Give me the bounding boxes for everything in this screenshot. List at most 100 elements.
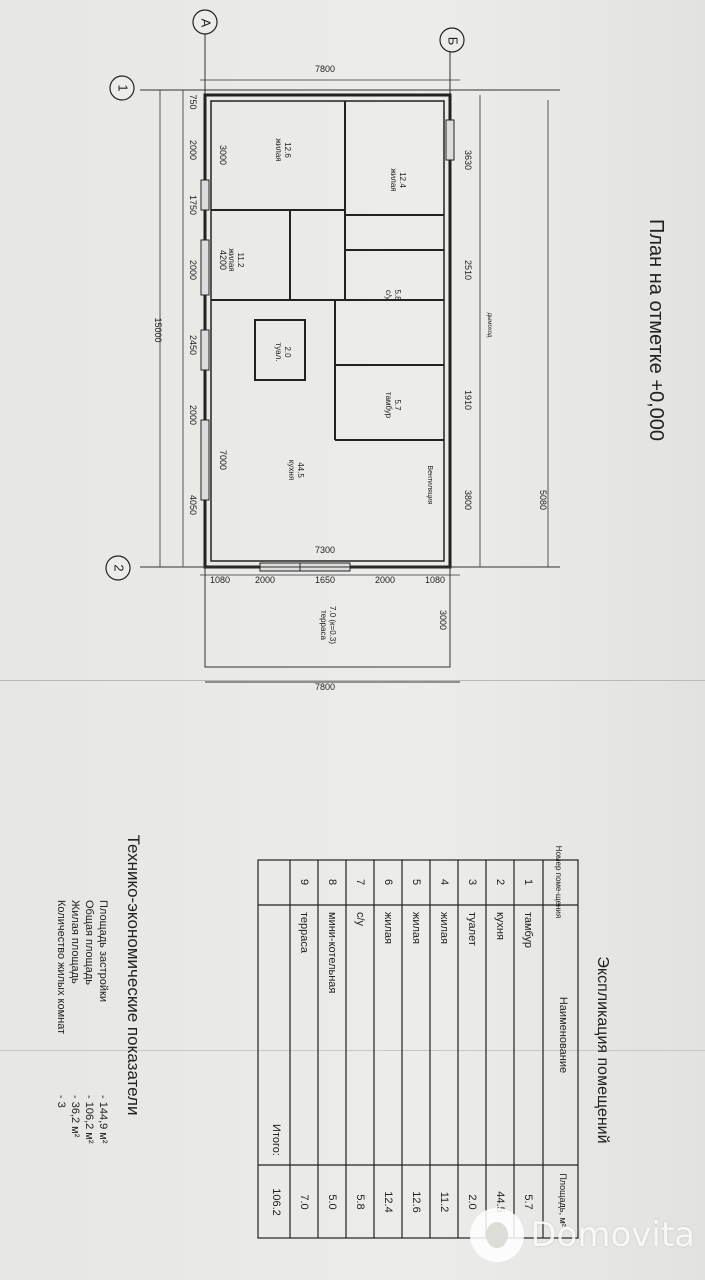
inner-wall-line (210, 100, 445, 562)
table-cell-num: 4 (438, 879, 450, 885)
dim-seg: 1750 (188, 195, 198, 215)
axis-bubble-1 (109, 75, 135, 101)
indicator-value: - 106,2 м² (83, 1095, 95, 1144)
room-5-area: 12.6 (283, 142, 292, 158)
table-cell-num: 3 (466, 879, 478, 885)
indicators-title: Технико-экономические показатели (124, 835, 143, 1116)
indicator-label: Площадь застройки (97, 900, 109, 1002)
dim-bottom: 2000 (375, 575, 395, 585)
outer-wall (203, 93, 452, 569)
axis-label-1: 1 (116, 84, 131, 91)
room-6-name: жилая (389, 168, 398, 191)
table-cell-area: 12.6 (410, 1191, 422, 1212)
table-cell-area: 12.4 (382, 1191, 394, 1212)
table-cell-area: 11.2 (438, 1192, 450, 1213)
dim-seg: 2450 (188, 335, 198, 355)
window (445, 119, 455, 161)
room-7-name: с/у (384, 290, 393, 300)
room-3-name: туал. (274, 342, 283, 361)
dim-bottom: 1650 (315, 575, 335, 585)
table-cell-name: жилая (382, 912, 394, 944)
table-cell-area: 2.0 (466, 1194, 478, 1209)
dim-seg: 2000 (188, 140, 198, 160)
indicator-label: Количество жилых комнат (55, 900, 67, 1034)
table-cell-name: терраса (298, 912, 310, 954)
domovita-logo-icon (470, 1208, 525, 1262)
axis-bubble-2 (105, 555, 131, 581)
axis-bubble-b (439, 27, 465, 53)
dim-total-length: 15000 (153, 317, 163, 342)
dim-bottom: 2000 (255, 575, 275, 585)
dim-inner: 4200 (218, 250, 228, 270)
axis-label-a: А (199, 19, 214, 28)
room-5-name: жилая (274, 138, 283, 161)
dim-seg: 2000 (188, 260, 198, 280)
dim-inner: 7000 (218, 450, 228, 470)
table-header-num: Номер поме-щения (554, 846, 563, 918)
dim-inner: 3000 (218, 145, 228, 165)
explication-table-frame (257, 859, 579, 1239)
table-total-value: 106.2 (270, 1188, 282, 1216)
chimney-note: дымоход (486, 313, 492, 338)
table-cell-area: 44.5 (494, 1191, 506, 1212)
indicator-value: - 144,9 м² (97, 1095, 109, 1144)
dim-right: 2510 (463, 260, 473, 280)
dim-bottom-total: 7300 (315, 545, 335, 555)
table-header-name: Наименование (557, 997, 569, 1073)
room-9-name: терраса (319, 610, 328, 640)
terrace-outline (204, 566, 451, 668)
watermark-text: Domovita (530, 1215, 695, 1255)
room-1-area: 5.7 (393, 399, 402, 411)
axis-bubble-a (192, 9, 218, 35)
room-1-name: тамбур (384, 392, 393, 419)
table-cell-area: 5.7 (522, 1194, 534, 1209)
dim-terrace: 3000 (438, 610, 448, 630)
table-cell-area: 5.0 (326, 1194, 338, 1209)
room-2-name: кухня (287, 460, 296, 480)
table-cell-area: 7.0 (298, 1194, 310, 1209)
room-4-area: 11.2 (236, 253, 245, 269)
table-cell-num: 1 (522, 879, 534, 885)
dim-width-top: 7800 (315, 64, 335, 74)
table-cell-num: 8 (326, 879, 338, 885)
dim-right: 1910 (463, 390, 473, 410)
dim-right-total: 5080 (538, 490, 548, 510)
room-7-area: 5.8 (393, 289, 402, 301)
bathroom-block (254, 319, 306, 381)
paper-fold-line (0, 680, 705, 681)
table-cell-num: 9 (298, 879, 310, 885)
dim-right: 3800 (463, 490, 473, 510)
indicator-value: - 3 (55, 1095, 67, 1108)
dim-seg: 750 (188, 94, 198, 109)
dim-width-terrace: 7800 (315, 682, 335, 692)
axis-label-2: 2 (112, 564, 127, 571)
dim-right: 3630 (463, 150, 473, 170)
indicator-label: Жилая площадь (69, 900, 81, 984)
room-2-area: 44.5 (296, 462, 305, 478)
table-total-label: Итого: (270, 1124, 282, 1156)
watermark-logo: Domovita (470, 1208, 695, 1262)
table-cell-name: тамбур (522, 912, 534, 948)
window (200, 419, 210, 501)
table-header-area: Площадь, м² (558, 1173, 568, 1226)
window (200, 239, 210, 296)
table-cell-num: 6 (382, 879, 394, 885)
table-cell-name: с/у (354, 912, 366, 927)
paper-fold-line (0, 1050, 705, 1051)
table-cell-area: 5.8 (354, 1194, 366, 1209)
indicator-value: - 36,2 м² (69, 1095, 81, 1138)
ventilation-note: Вентиляция (426, 465, 433, 504)
explication-title: Экспликация помещений (594, 956, 611, 1143)
table-cell-num: 2 (494, 879, 506, 885)
axis-label-b: Б (446, 37, 461, 46)
indicator-label: Общая площадь (83, 900, 95, 985)
table-cell-name: жилая (410, 912, 422, 944)
table-cell-name: жилая (438, 912, 450, 944)
plan-title: План на отметке +0,000 (645, 219, 667, 441)
window (200, 179, 210, 211)
room-9-area: 7.0 (к=0.3) (328, 606, 337, 644)
table-cell-name: мини-котельная (326, 912, 338, 993)
table-cell-num: 5 (410, 879, 422, 885)
